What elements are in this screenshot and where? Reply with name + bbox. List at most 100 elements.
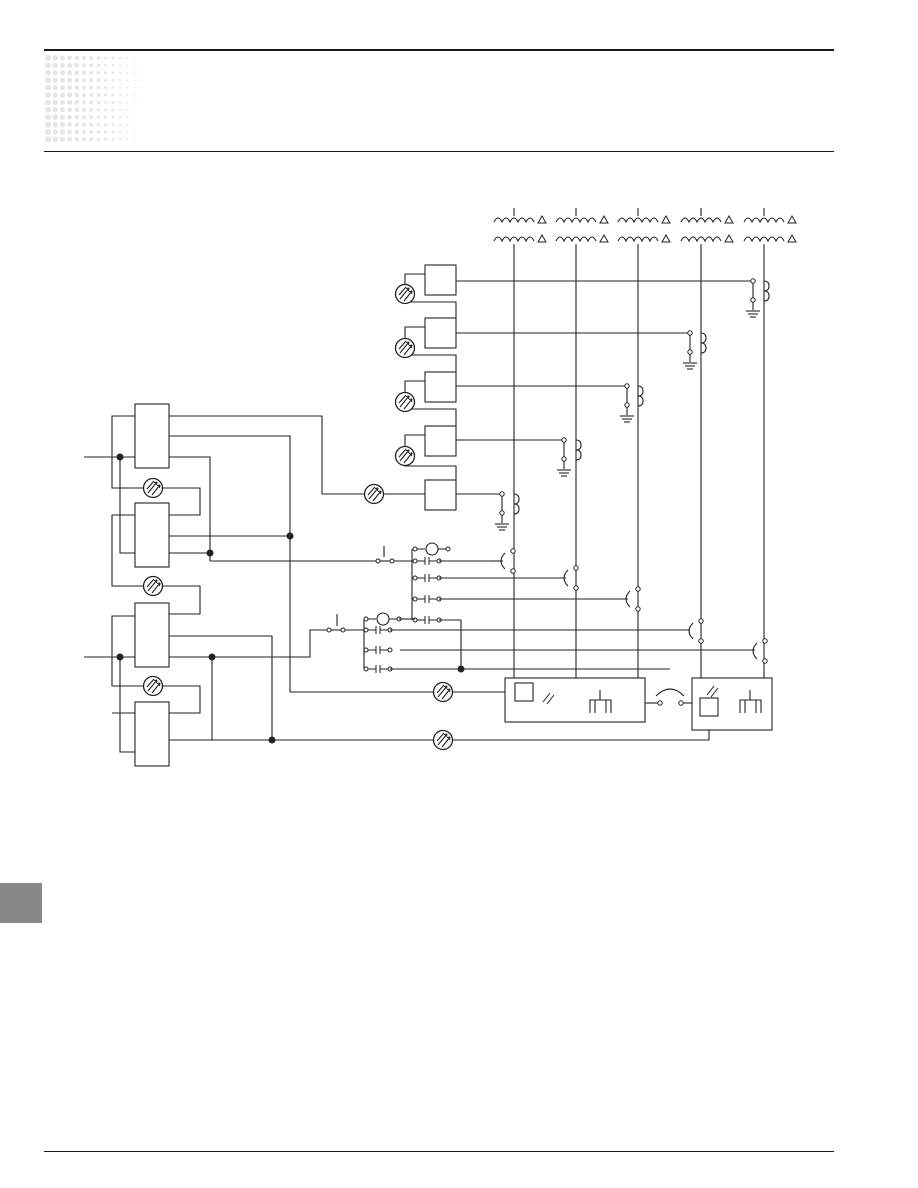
interlock-relay-left — [514, 682, 534, 702]
header-dot — [104, 108, 108, 112]
header-dot — [81, 137, 87, 142]
feeder-lines — [513, 244, 765, 678]
header-dot — [133, 86, 136, 89]
header-dot — [141, 57, 143, 59]
header-dot — [81, 115, 87, 120]
header-dot — [59, 92, 66, 98]
transformer-coil-icon — [555, 207, 609, 243]
transformer-coil-icon — [617, 207, 671, 243]
ground-icon — [494, 523, 510, 531]
current-transformer-coil-icon — [700, 332, 707, 354]
header-dot — [74, 85, 80, 90]
header-dot — [45, 69, 51, 76]
interlock-relay-right — [699, 697, 719, 717]
header-dot — [74, 107, 80, 113]
header-dot — [89, 70, 94, 75]
header-dot — [89, 78, 94, 83]
header-dot — [45, 62, 51, 69]
header-dot — [59, 107, 66, 113]
header-dot — [67, 55, 73, 61]
header-dot — [52, 129, 59, 135]
bus-relay-3 — [134, 602, 170, 668]
ground-icon — [745, 310, 761, 318]
header-dot — [141, 72, 143, 74]
header-dot — [81, 55, 87, 61]
header-dot — [104, 100, 108, 104]
fiber-optic-link-icon — [142, 675, 164, 697]
page-tab — [0, 883, 42, 923]
indicator-lamp-icon — [412, 542, 451, 556]
header-dot — [52, 106, 59, 113]
header-dot — [67, 136, 73, 142]
feeder-relay-stack — [394, 264, 753, 511]
header-dot — [52, 62, 59, 69]
feeder-relay-1 — [424, 264, 457, 296]
header-dot — [45, 121, 51, 128]
transformer-coil-icon — [493, 207, 547, 243]
header-dot — [74, 70, 80, 76]
header-dot — [96, 122, 101, 127]
header-dot — [126, 57, 129, 59]
header-dot — [52, 55, 59, 61]
header-dot — [133, 94, 136, 96]
header-dot — [96, 85, 101, 90]
header-dot — [89, 63, 94, 68]
transformer-coil-icon — [743, 207, 797, 243]
header-dot — [89, 93, 94, 97]
header-dot — [118, 56, 122, 60]
header-dot — [141, 116, 143, 118]
header-dot — [133, 57, 136, 59]
header-dot — [118, 116, 122, 119]
header-dot — [45, 77, 51, 84]
header-dot — [45, 114, 51, 121]
header-dot — [118, 130, 122, 134]
header-dot — [104, 115, 108, 119]
circuit-breaker-icon — [752, 638, 768, 664]
header-dot — [141, 87, 143, 89]
header-dot — [133, 101, 136, 104]
header-dot — [133, 64, 136, 67]
header-dot — [45, 129, 51, 135]
header-dot — [52, 69, 59, 76]
current-transformer-coil-icon — [763, 280, 770, 302]
header-dot — [59, 121, 66, 128]
header-dot — [141, 79, 143, 81]
ground-icon — [619, 415, 635, 423]
header-dot — [67, 129, 73, 135]
header-dot — [89, 130, 94, 134]
header-dot — [104, 56, 108, 60]
header-dot — [67, 122, 73, 128]
header-dot — [141, 131, 143, 133]
header-dot — [141, 94, 143, 96]
feeder-breakers — [400, 548, 768, 664]
normally-open-contact-icon — [412, 615, 442, 625]
header-dot — [67, 62, 73, 68]
normally-open-contact-icon — [412, 594, 442, 604]
header-dot — [96, 93, 101, 97]
header-dot — [133, 131, 136, 133]
fiber-optic-link-icon — [432, 729, 454, 751]
header-dot — [52, 121, 59, 128]
header-dot — [133, 138, 136, 141]
header-top-rule — [44, 49, 834, 51]
header-dot — [96, 71, 101, 75]
ground-icon — [682, 362, 698, 370]
normally-open-contact-icon — [412, 556, 442, 566]
header-dot — [45, 92, 51, 98]
header-dot — [118, 71, 122, 74]
header-dot — [67, 92, 73, 98]
header-dot — [59, 84, 66, 91]
header-dot — [96, 108, 101, 112]
feeder-relay-4 — [424, 425, 457, 457]
header-dot — [104, 78, 108, 82]
transformer-coil-icon — [680, 207, 734, 243]
header-dot — [133, 79, 136, 81]
header-dot — [111, 138, 115, 141]
header-dot — [89, 122, 94, 127]
header-dot — [96, 137, 101, 142]
header-dot — [45, 84, 51, 91]
fiber-optic-link-icon — [394, 391, 416, 413]
header-dot — [74, 100, 80, 105]
header-dot — [104, 71, 108, 75]
header-dot — [59, 55, 66, 61]
